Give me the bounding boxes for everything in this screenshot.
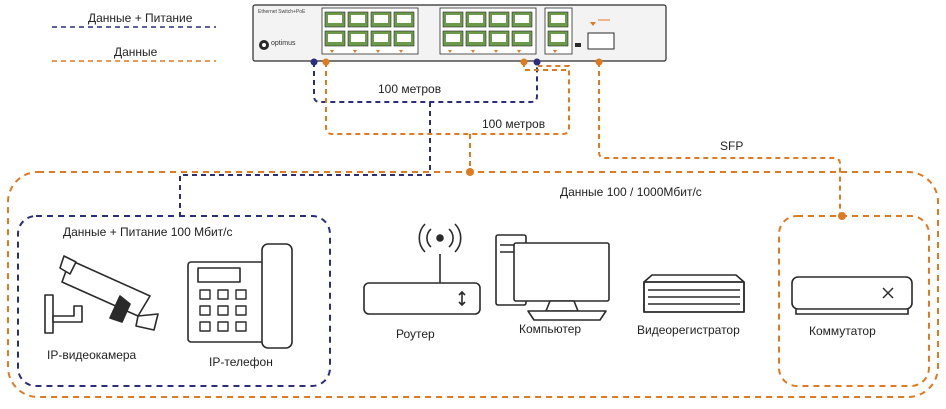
data-distance-label: 100 метров (482, 117, 546, 131)
poe-cable-drop (179, 102, 431, 216)
phone-key (217, 305, 229, 316)
sfp-port (587, 32, 615, 50)
switch-label: Коммутатор (809, 324, 876, 338)
router-icon (363, 223, 481, 315)
ip-camera-icon (44, 255, 159, 334)
phone-key (217, 321, 229, 332)
ip-phone-icon (187, 243, 293, 349)
computer-label: Компьютер (519, 322, 582, 336)
router-label: Роутер (396, 327, 435, 341)
data-zone-border (7, 171, 939, 398)
switch-zone-border (778, 215, 930, 387)
poe-cable-path (313, 62, 538, 103)
data-zone-label: Данные 100 / 1000Мбит/с (560, 185, 702, 199)
poe-distance-label: 100 метров (378, 82, 442, 96)
poe-zone-border (17, 215, 331, 387)
legend-power-label: Данные + Питание (88, 11, 193, 25)
network-switch-icon (791, 276, 913, 315)
data-cable-path (325, 62, 570, 135)
phone-key (199, 289, 211, 300)
phone-key (235, 289, 247, 300)
switch-brand-label: optimus (271, 40, 296, 47)
poe-switch (252, 4, 667, 62)
sfp-label: SFP (720, 139, 744, 153)
phone-key (199, 305, 211, 316)
computer-icon (495, 234, 610, 321)
phone-key (235, 321, 247, 332)
poe-zone-label: Данные + Питание 100 Мбит/с (63, 225, 233, 239)
ip-camera-label: IP-видеокамера (47, 348, 137, 362)
ip-phone-label: IP-телефон (209, 355, 273, 369)
nvr-icon (643, 274, 745, 313)
legend-data-label: Данные (114, 45, 158, 59)
nvr-label: Видеорегистратор (637, 323, 740, 337)
phone-key (217, 289, 229, 300)
switch-model-label: Ethernet Switch+PoE (258, 9, 306, 15)
sfp-cable-path (598, 62, 841, 214)
phone-key (235, 305, 247, 316)
phone-key (199, 321, 211, 332)
